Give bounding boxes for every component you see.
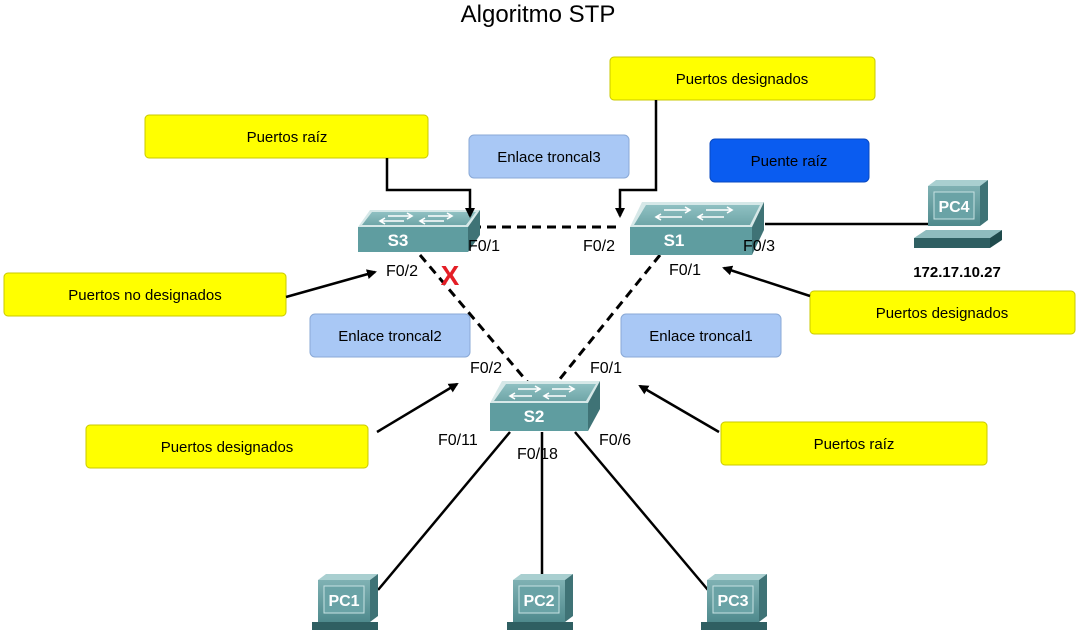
pc4-label: PC4	[938, 199, 969, 216]
port-s2-f01: F0/1	[590, 360, 622, 377]
svg-text:Puertos designados: Puertos designados	[676, 71, 809, 88]
switch-s1-label: S1	[664, 231, 685, 250]
pc3-label: PC3	[717, 593, 748, 610]
callout-designated-ports-top: Puertos designados	[609, 56, 876, 218]
pc1-label: PC1	[328, 593, 359, 610]
trunk-link-s1-s2	[553, 254, 662, 386]
pc4-ip-address: 172.17.10.27	[913, 264, 1001, 281]
pc1-computer[interactable]: PC1	[312, 574, 378, 630]
access-link-s2-pc3	[574, 431, 709, 591]
port-s1-f02: F0/2	[583, 238, 615, 255]
switch-s2-label: S2	[524, 407, 545, 426]
root-bridge-label: Puente raíz	[709, 138, 870, 183]
svg-text:Puertos raíz: Puertos raíz	[814, 436, 895, 453]
callout-root-ports-top: Puertos raíz	[144, 114, 475, 218]
port-s2-f06: F0/6	[599, 432, 631, 449]
svg-text:Enlace troncal1: Enlace troncal1	[649, 328, 752, 345]
svg-text:Puertos raíz: Puertos raíz	[247, 129, 328, 146]
trunk-label-1: Enlace troncal1	[620, 313, 782, 358]
port-s2-f011: F0/11	[438, 432, 478, 449]
svg-text:Puente raíz: Puente raíz	[751, 153, 828, 170]
callout-designated-ports-left: Puertos designados	[85, 382, 459, 469]
port-s1-f01: F0/1	[669, 262, 701, 279]
svg-text:Enlace troncal2: Enlace troncal2	[338, 328, 441, 345]
svg-text:Puertos no designados: Puertos no designados	[68, 287, 221, 304]
svg-text:Puertos designados: Puertos designados	[161, 439, 294, 456]
trunk-label-3: Enlace troncal3	[468, 134, 630, 179]
switch-s1[interactable]: S1	[630, 202, 764, 255]
pc2-label: PC2	[523, 593, 554, 610]
trunk-link-s3-s2	[418, 254, 532, 386]
svg-text:Enlace troncal3: Enlace troncal3	[497, 149, 600, 166]
callout-designated-ports-right: Puertos designados	[722, 265, 1076, 335]
pc2-computer[interactable]: PC2	[507, 574, 573, 630]
callout-root-ports-bottom: Puertos raíz	[638, 384, 988, 466]
port-s2-f018: F0/18	[517, 446, 558, 463]
callout-non-designated-ports: Puertos no designados	[3, 269, 377, 317]
port-s3-f01: F0/1	[468, 238, 500, 255]
diagram-title: Algoritmo STP	[461, 1, 616, 28]
access-link-s2-pc1	[377, 431, 511, 591]
port-s3-f02: F0/2	[386, 263, 418, 280]
blocked-port-mark: X	[441, 260, 460, 291]
switch-s3[interactable]: S3	[358, 210, 480, 252]
pc4-computer[interactable]: PC4	[914, 180, 1002, 248]
svg-text:Puertos designados: Puertos designados	[876, 305, 1009, 322]
trunk-label-2: Enlace troncal2	[309, 313, 471, 358]
port-s1-f03: F0/3	[743, 238, 775, 255]
pc3-computer[interactable]: PC3	[701, 574, 767, 630]
switch-s3-label: S3	[388, 231, 409, 250]
port-s2-f02: F0/2	[470, 360, 502, 377]
switch-s2[interactable]: S2	[490, 381, 600, 431]
